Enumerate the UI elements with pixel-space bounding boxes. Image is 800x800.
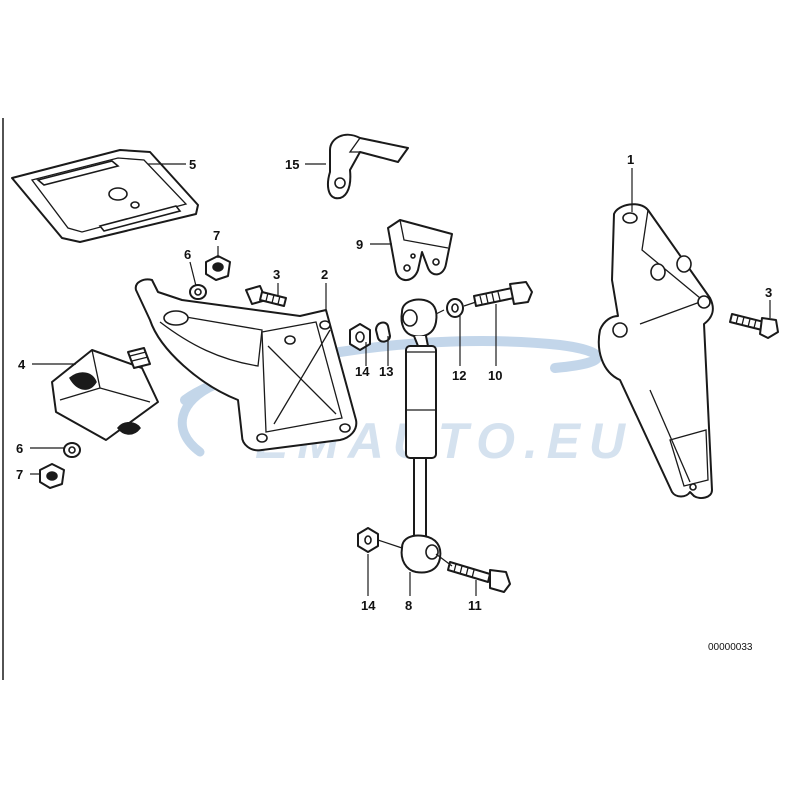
- part-4-mount-block: [51, 347, 159, 441]
- callout-6-bottom: 6: [16, 441, 23, 456]
- part-12-washer: [446, 298, 464, 318]
- callout-15: 15: [285, 157, 299, 172]
- part-3-bolt-center: [245, 285, 287, 307]
- reference-number: 00000033: [708, 642, 753, 653]
- part-14-nut-lower: [357, 527, 379, 553]
- callout-2: 2: [321, 267, 328, 282]
- callout-8: 8: [405, 598, 412, 613]
- callout-3-right: 3: [765, 285, 772, 300]
- part-1-large-bracket: [597, 203, 714, 499]
- part-10-bolt: [473, 281, 533, 307]
- part-7-nut-top: [205, 255, 231, 281]
- part-5-plate: [11, 149, 199, 243]
- callout-7-top: 7: [213, 228, 220, 243]
- callout-9: 9: [356, 237, 363, 252]
- part-11-bolt: [447, 561, 511, 593]
- part-7-nut-bottom: [39, 463, 65, 489]
- callout-6-top: 6: [184, 247, 191, 262]
- part-15-bracket: [326, 133, 409, 200]
- leader-lines: [30, 163, 771, 596]
- callout-5: 5: [189, 157, 196, 172]
- callout-12: 12: [452, 368, 466, 383]
- callout-10: 10: [488, 368, 502, 383]
- callout-14-upper: 14: [355, 364, 370, 379]
- part-2-bracket-arm: [134, 278, 358, 452]
- part-6-washer-bottom: [63, 442, 81, 458]
- part-6-washer-top: [189, 284, 207, 300]
- part-9-bracket: [387, 219, 453, 281]
- part-14-nut-upper: [349, 323, 371, 351]
- callout-7-bottom: 7: [16, 467, 23, 482]
- shock-absorber: [400, 298, 442, 574]
- callout-11: 11: [468, 598, 482, 613]
- part-13-clip: [375, 321, 391, 343]
- callout-1: 1: [627, 152, 634, 167]
- part-3-bolt-right: [729, 313, 779, 339]
- callout-3-center: 3: [273, 267, 280, 282]
- callouts: 1 2 3 3 4 5 6 6 7 7 8 9 10 11 12 13 14 1…: [16, 152, 772, 613]
- callout-4: 4: [18, 357, 26, 372]
- callout-13: 13: [379, 364, 393, 379]
- callout-14-lower: 14: [361, 598, 376, 613]
